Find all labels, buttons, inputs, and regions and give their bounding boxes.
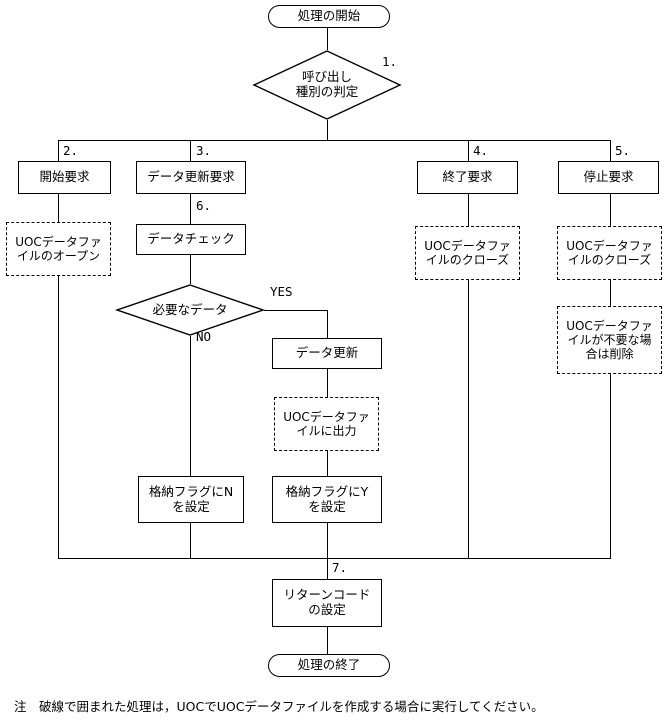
connector-no-vertical (190, 336, 191, 476)
step-number-3: 3. (196, 143, 212, 158)
connector-bus-drop-3 (468, 140, 469, 161)
connector-bus-drop-1 (58, 140, 59, 161)
connector-return-to-end (327, 627, 328, 654)
dashed-uoc-file-output: UOCデータファ イルに出力 (274, 397, 379, 451)
connector-stop-to-close (610, 194, 611, 226)
connector-bus-drop-2 (190, 140, 191, 161)
connector-close-to-delete (610, 280, 611, 306)
connector-bus-top (58, 140, 610, 141)
process-end-request-label: 終了要求 (442, 169, 493, 185)
process-return-code: リターンコード の設定 (272, 579, 382, 627)
connector-yes-vertical (327, 310, 328, 338)
connector-update-to-check (190, 194, 191, 224)
branch-label-no: NO (196, 329, 212, 344)
terminal-start: 処理の開始 (268, 5, 390, 28)
connector-flagy-to-merge (327, 523, 328, 559)
dashed-uoc-file-close-end-label: UOCデータファ イルのクローズ (424, 238, 511, 267)
connector-delete-to-merge (610, 374, 611, 559)
diamond-shape-icon (252, 50, 402, 120)
branch-label-yes: YES (270, 284, 293, 299)
connector-start-to-decision (327, 28, 328, 50)
decision-required-data: 必要なデータ (114, 284, 266, 336)
footnote: 注 破線で囲まれた処理は，UOCでUOCデータファイルを作成する場合に実行してく… (14, 699, 544, 714)
connector-merge-to-return (327, 558, 328, 579)
dashed-uoc-file-delete-label: UOCデータファ イルが不要な場 合は削除 (566, 318, 653, 362)
connector-close-end-to-merge (468, 280, 469, 559)
step-number-1: 1. (382, 54, 398, 69)
dashed-uoc-file-close-stop: UOCデータファ イルのクローズ (557, 226, 662, 280)
connector-yes-horizontal (264, 310, 327, 311)
process-end-request: 終了要求 (417, 161, 518, 194)
terminal-end-label: 処理の終了 (297, 657, 361, 673)
process-stop-request-label: 停止要求 (583, 169, 634, 185)
process-start-request: 開始要求 (18, 161, 111, 194)
connector-update-to-output (327, 369, 328, 397)
process-set-flag-n-label: 格納フラグにN を設定 (148, 483, 234, 514)
process-data-check: データチェック (136, 224, 246, 255)
connector-bus-drop-4 (610, 140, 611, 161)
connector-flagn-to-merge (190, 523, 191, 559)
step-number-7: 7. (332, 560, 348, 575)
connector-bus-bottom (58, 558, 610, 559)
connector-start-to-open (58, 194, 59, 222)
step-number-4: 4. (473, 143, 489, 158)
process-data-update-request: データ更新要求 (136, 161, 246, 194)
dashed-uoc-file-close-stop-label: UOCデータファ イルのクローズ (566, 238, 653, 267)
terminal-start-label: 処理の開始 (297, 8, 361, 24)
process-data-update-request-label: データ更新要求 (147, 169, 235, 185)
process-return-code-label: リターンコード の設定 (283, 587, 371, 617)
process-data-update: データ更新 (272, 338, 382, 369)
step-number-2: 2. (63, 143, 79, 158)
process-stop-request: 停止要求 (558, 161, 659, 194)
connector-end-to-close (468, 194, 469, 226)
connector-decision-to-bus (327, 120, 328, 140)
connector-open-to-merge (58, 276, 59, 559)
terminal-end: 処理の終了 (268, 654, 390, 677)
dashed-uoc-file-open-label: UOCデータファ イルのオープン (15, 234, 102, 263)
dashed-uoc-file-delete: UOCデータファ イルが不要な場 合は削除 (557, 306, 662, 374)
diamond-shape-icon-2 (114, 284, 266, 336)
process-set-flag-y: 格納フラグにY を設定 (272, 476, 382, 523)
dashed-uoc-file-open: UOCデータファ イルのオープン (6, 222, 111, 276)
process-set-flag-n: 格納フラグにN を設定 (138, 476, 244, 523)
process-set-flag-y-label: 格納フラグにY を設定 (285, 483, 369, 514)
step-number-6: 6. (196, 198, 212, 213)
connector-output-to-flagy (327, 451, 328, 476)
process-data-check-label: データチェック (147, 231, 235, 247)
process-start-request-label: 開始要求 (39, 169, 90, 185)
decision-call-type: 呼び出し 種別の判定 (252, 50, 402, 120)
dashed-uoc-file-close-end: UOCデータファ イルのクローズ (415, 226, 520, 280)
step-number-5: 5. (615, 143, 631, 158)
process-data-update-label: データ更新 (295, 345, 359, 361)
connector-check-to-decision (190, 255, 191, 284)
dashed-uoc-file-output-label: UOCデータファ イルに出力 (283, 409, 370, 438)
